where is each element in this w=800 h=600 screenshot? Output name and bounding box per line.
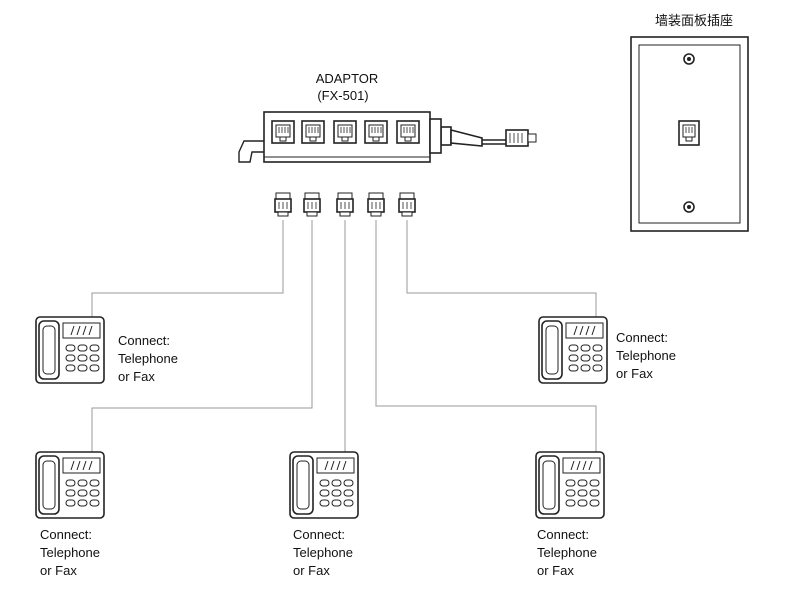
phone-label-bottom-left: Connect: Telephone or Fax — [40, 527, 100, 578]
wire-phone-top-left — [91, 220, 284, 317]
phone-label-line3: or Fax — [537, 563, 574, 578]
adaptor-jack-3 — [333, 120, 357, 144]
wire-phone-bottom-left — [91, 220, 313, 452]
wall-plate — [630, 36, 749, 232]
adaptor-title: ADAPTOR — [316, 71, 379, 86]
phone-label-line2: Telephone — [118, 351, 178, 366]
adaptor-jack-5 — [396, 120, 420, 144]
phone-label-line2: Telephone — [537, 545, 597, 560]
adaptor — [238, 111, 442, 163]
phone-label-bottom-right: Connect: Telephone or Fax — [537, 527, 597, 578]
line-cable — [440, 126, 537, 147]
wall-plate-label: 墙装面板插座 — [655, 14, 733, 29]
adaptor-jack-2 — [301, 120, 325, 144]
phone-label-line2: Telephone — [616, 348, 676, 363]
phone-label-line2: Telephone — [293, 545, 353, 560]
phone-label-line3: or Fax — [40, 563, 77, 578]
telephone-icon — [538, 316, 608, 384]
wall-jack-icon — [678, 120, 700, 146]
phone-label-line3: or Fax — [293, 563, 330, 578]
telephone-icon — [289, 451, 359, 519]
phone-label-line1: Connect: — [118, 333, 170, 348]
phone-label-line1: Connect: — [293, 527, 345, 542]
wire-phone-top-right — [406, 220, 597, 317]
telephone-icon — [535, 451, 605, 519]
wire-phone-bottom-right — [375, 220, 597, 452]
line-plug-icon — [505, 129, 537, 147]
adaptor-model: (FX-501) — [317, 88, 368, 103]
phone-label-line1: Connect: — [40, 527, 92, 542]
telephone-icon — [35, 451, 105, 519]
wires — [91, 220, 597, 452]
phone-label-top-right: Connect: Telephone or Fax — [616, 330, 676, 381]
phone-label-line1: Connect: — [537, 527, 589, 542]
phone-label-line2: Telephone — [40, 545, 100, 560]
phone-label-line3: or Fax — [616, 366, 653, 381]
phone-label-line1: Connect: — [616, 330, 668, 345]
adaptor-jack-1 — [271, 120, 295, 144]
phone-label-bottom-center: Connect: Telephone or Fax — [293, 527, 353, 578]
phone-label-top-left: Connect: Telephone or Fax — [118, 333, 178, 384]
adaptor-jack-4 — [364, 120, 388, 144]
phone-label-line3: or Fax — [118, 369, 155, 384]
plug-icon — [274, 192, 416, 217]
telephone-icon — [35, 316, 105, 384]
